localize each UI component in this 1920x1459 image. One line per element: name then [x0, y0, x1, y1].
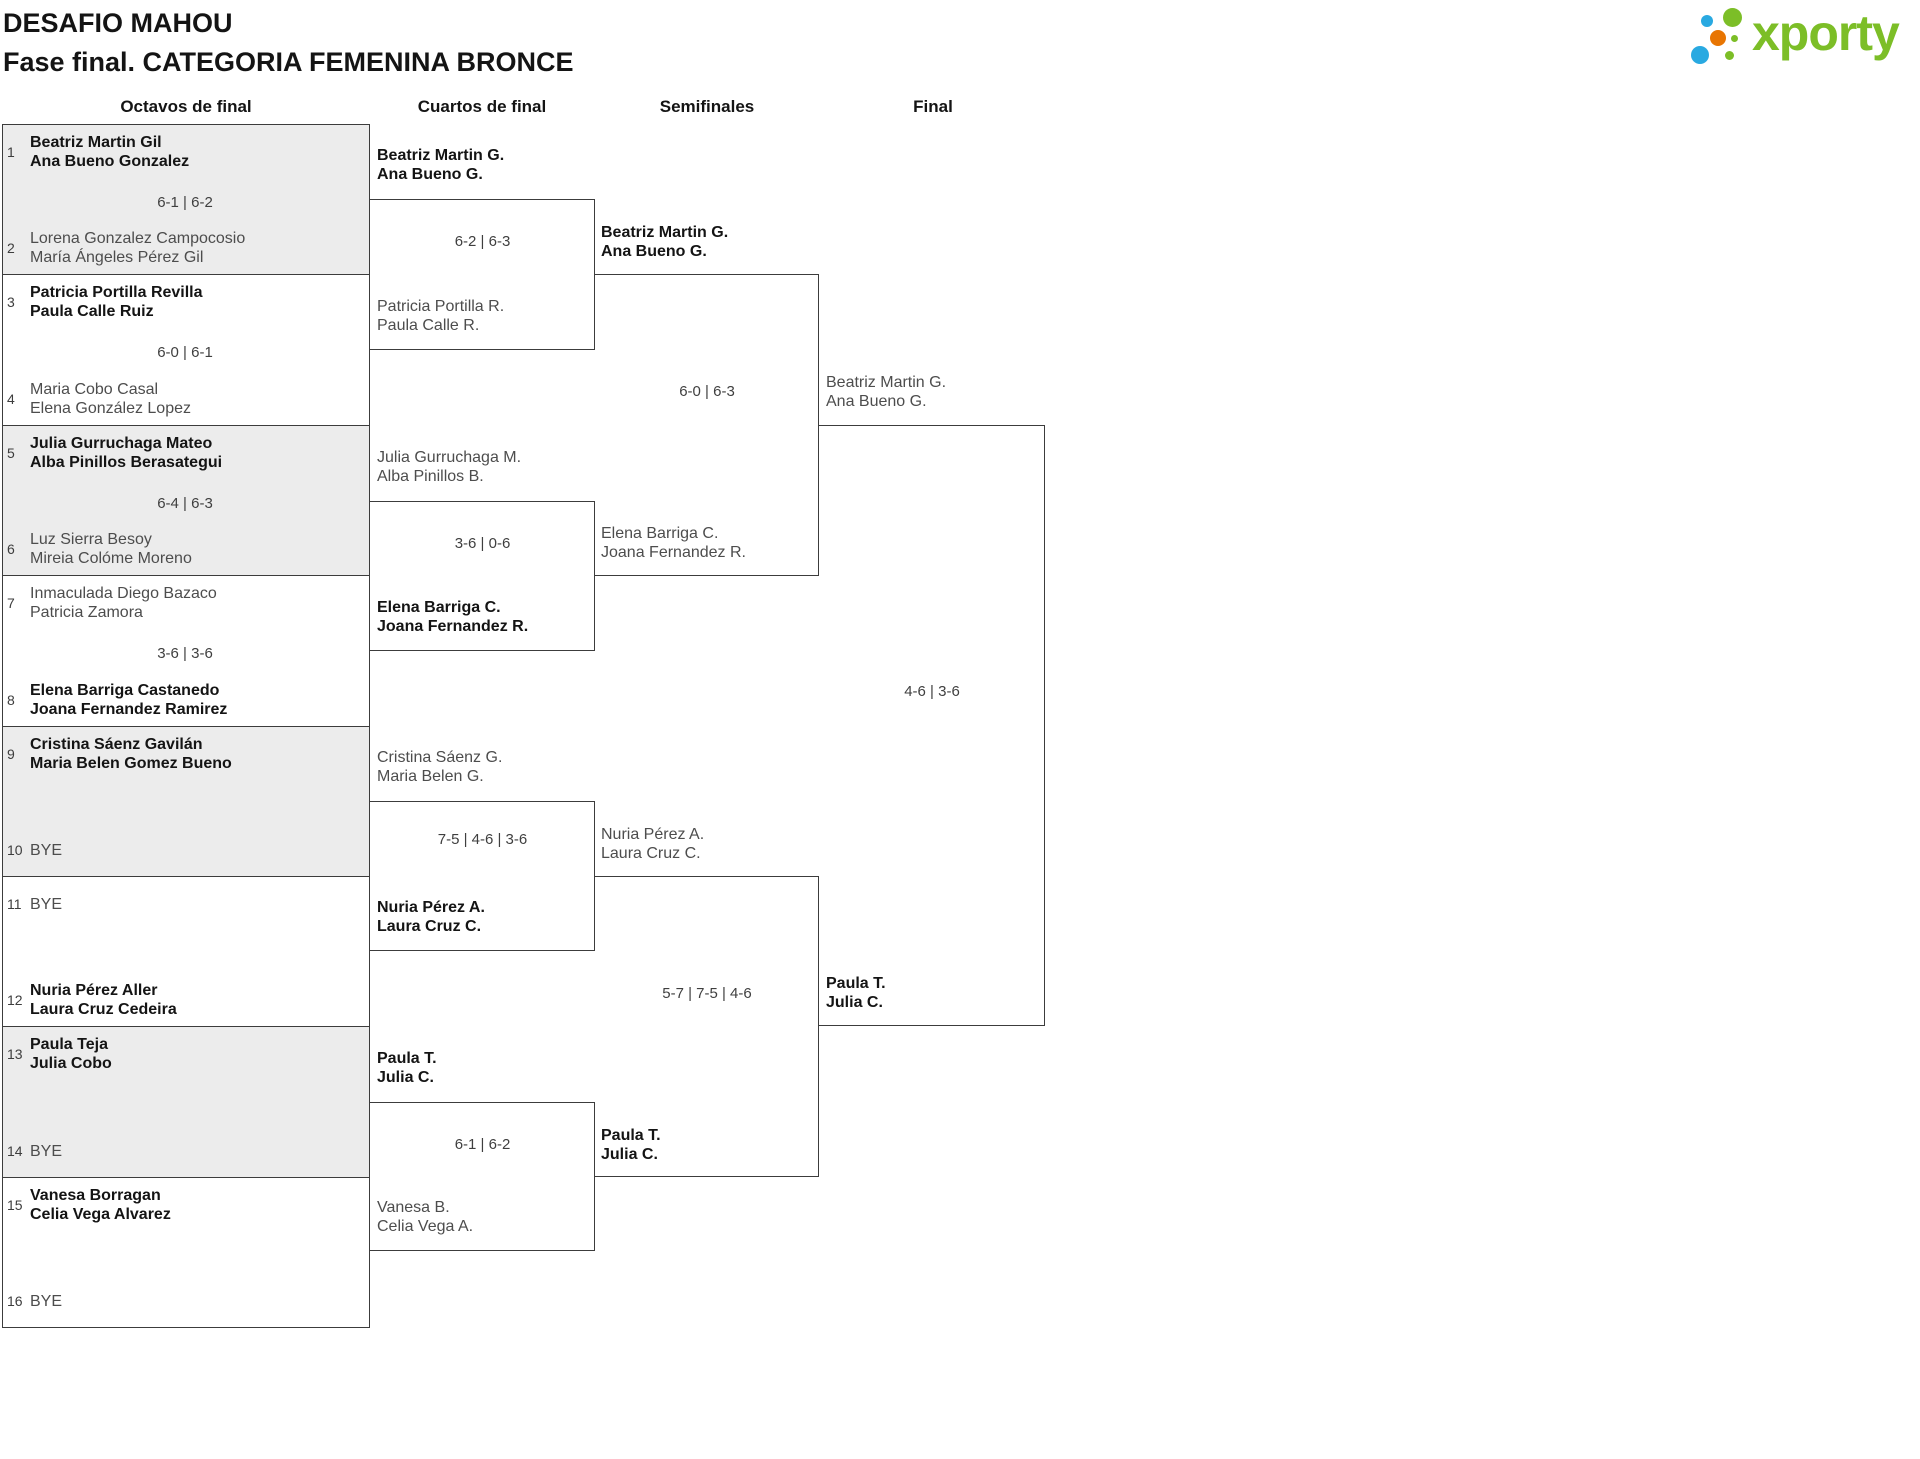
- match-score: 3-6 | 3-6: [157, 645, 213, 662]
- logo-wordmark: xporty: [1752, 5, 1900, 61]
- team-names: Julia Gurruchaga M.Alba Pinillos B.: [377, 449, 522, 485]
- bracket-entry: 11 BYE: [2, 884, 366, 924]
- page-title: DESAFIO MAHOU: [3, 8, 233, 38]
- team-names: Beatriz Martin G.Ana Bueno G.: [601, 224, 729, 260]
- match-score: 4-6 | 3-6: [904, 683, 960, 700]
- match-score: 6-1 | 6-2: [157, 194, 213, 211]
- round-header-cuartos: Cuartos de final: [417, 97, 547, 116]
- seed-number: 16: [7, 1293, 23, 1309]
- team-names: BYE: [30, 1292, 63, 1310]
- seed-number: 7: [7, 595, 15, 611]
- match-score: 6-0 | 6-1: [157, 344, 213, 361]
- seed-number: 10: [7, 842, 23, 858]
- octavos-match-8-box: [2, 1177, 370, 1328]
- octavos-match-6-box: [2, 876, 370, 1027]
- bracket-entry: 14 BYE: [2, 1131, 366, 1171]
- logo-dot-green-large: [1723, 8, 1742, 27]
- match-score: 5-7 | 7-5 | 4-6: [662, 985, 752, 1002]
- match-score: 6-2 | 6-3: [454, 233, 511, 250]
- seed-number: 11: [7, 896, 22, 912]
- team-names: Paula T.Julia C.: [601, 1127, 661, 1163]
- seed-number: 3: [7, 294, 15, 310]
- seed-number: 9: [7, 746, 15, 762]
- seed-number: 2: [7, 240, 15, 256]
- seed-number: 6: [7, 541, 15, 557]
- cuartos-match-1-box: [370, 199, 595, 350]
- seed-number: 14: [7, 1143, 23, 1159]
- match-score: 6-0 | 6-3: [679, 383, 735, 400]
- team-names: Patricia Portilla R.Paula Calle R.: [377, 298, 505, 334]
- team-names: Beatriz Martin G.Ana Bueno G.: [826, 374, 947, 410]
- logo-dot-blue-small: [1701, 15, 1713, 27]
- team-names: Elena Barriga C.Joana Fernandez R.: [601, 525, 746, 561]
- cuartos-match-4-box: [370, 1102, 595, 1251]
- page-subtitle: Fase final. CATEGORIA FEMENINA BRONCE: [3, 47, 574, 77]
- octavos-match-7-box: [2, 1026, 370, 1178]
- bracket-entry: 10 BYE: [2, 830, 366, 870]
- seed-number: 8: [7, 692, 15, 708]
- match-score: 6-4 | 6-3: [157, 495, 213, 512]
- team-names: BYE: [30, 1142, 63, 1160]
- semifinal-match-1-box: [595, 274, 819, 576]
- team-names: Nuria Pérez A.Laura Cruz C.: [377, 899, 485, 935]
- team-names: BYE: [30, 895, 63, 913]
- seed-number: 5: [7, 445, 15, 461]
- team-names: Paula T.Julia C.: [377, 1050, 437, 1086]
- seed-number: 15: [7, 1197, 23, 1213]
- match-score: 3-6 | 0-6: [454, 535, 511, 552]
- octavos-match-5-box: [2, 726, 370, 877]
- team-names: Cristina Sáenz G.Maria Belen G.: [377, 749, 503, 785]
- team-names: Paula T.Julia C.: [826, 975, 886, 1011]
- team-names: Vanesa B.Celia Vega A.: [377, 1199, 474, 1235]
- seed-number: 1: [7, 144, 15, 160]
- cuartos-match-3-box: [370, 801, 595, 951]
- match-score: 7-5 | 4-6 | 3-6: [437, 831, 528, 848]
- team-names: Elena Barriga C.Joana Fernandez R.: [377, 599, 529, 635]
- round-header-final: Final: [913, 97, 953, 116]
- team-names: Nuria Pérez A.Laura Cruz C.: [601, 826, 705, 862]
- logo-dot-blue-large: [1691, 46, 1709, 64]
- logo-dot-green-tiny: [1731, 35, 1738, 42]
- team-names: BYE: [30, 841, 63, 859]
- semifinal-match-2-box: [595, 876, 819, 1177]
- final-match-box: [819, 425, 1045, 1026]
- seed-number: 12: [7, 992, 23, 1008]
- seed-number: 4: [7, 391, 15, 407]
- bracket-entry: 16 BYE: [2, 1281, 366, 1321]
- logo-dot-green-small: [1725, 51, 1734, 60]
- team-names: Beatriz Martin G.Ana Bueno G.: [377, 147, 505, 183]
- logo-dot-orange: [1710, 30, 1726, 46]
- round-header-semifinales: Semifinales: [659, 97, 755, 116]
- seed-number: 13: [7, 1046, 23, 1062]
- match-score: 6-1 | 6-2: [454, 1136, 511, 1153]
- round-header-octavos: Octavos de final: [120, 97, 252, 116]
- cuartos-match-2-box: [370, 501, 595, 651]
